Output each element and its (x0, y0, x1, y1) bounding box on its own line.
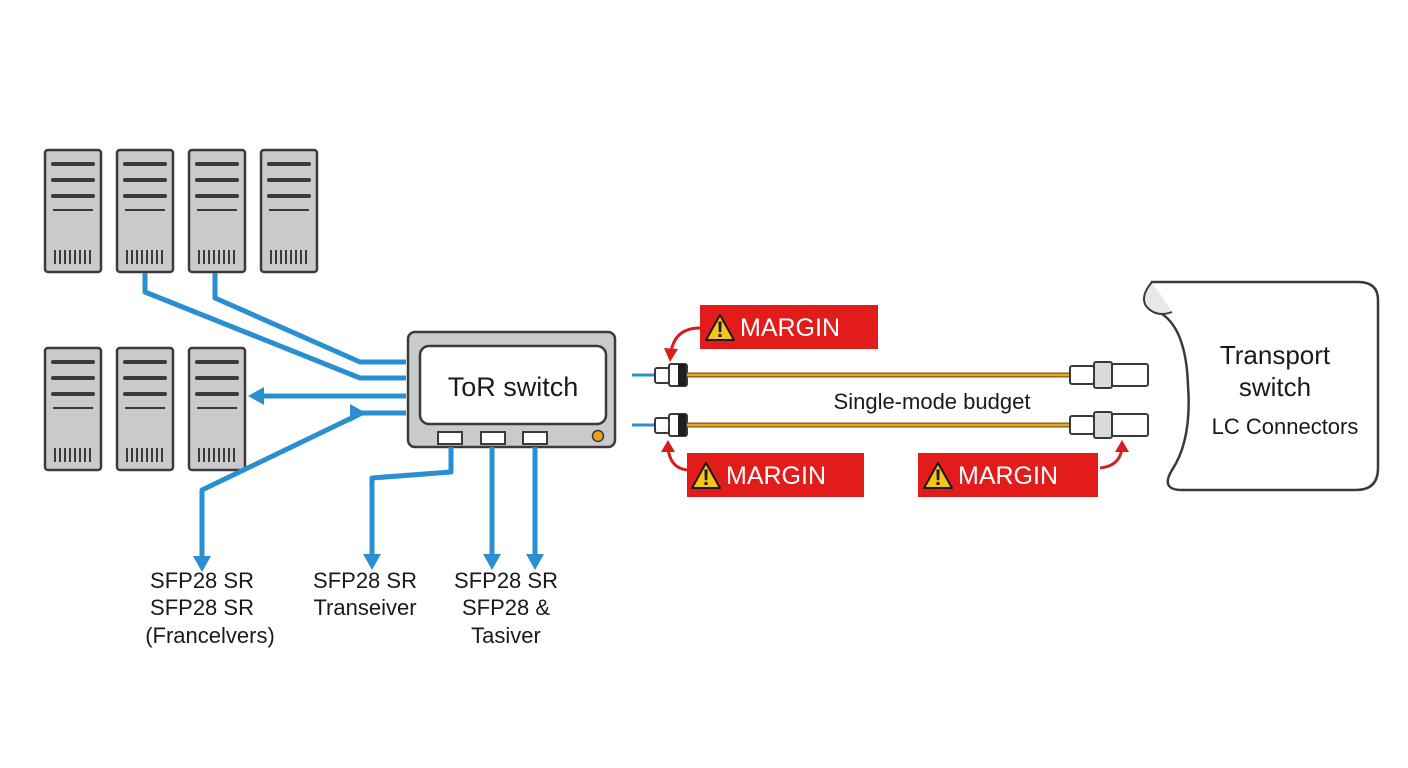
warning-glyph: ! (716, 317, 723, 342)
warning-text-1: MARGIN (740, 314, 840, 342)
link-server-2 (142, 273, 406, 381)
transceiver-port-icon (437, 431, 463, 445)
warning-icon: ! (705, 314, 735, 342)
warning-badge-2: ! MARGIN (661, 440, 864, 497)
arrow-head (526, 554, 544, 570)
arrow-head (661, 440, 675, 452)
warning-text-3: MARGIN (958, 462, 1058, 490)
tor-switch-label: ToR switch (448, 372, 579, 402)
warning-icon: ! (691, 462, 721, 490)
port-links (363, 447, 544, 570)
server-icon (115, 148, 175, 274)
arrow-head (193, 556, 211, 572)
arrow-head (248, 387, 264, 405)
warning-badge-3: ! MARGIN (918, 440, 1129, 497)
transceiver-port-icon (522, 431, 548, 445)
label-group1-line1: SFP28 SR (150, 568, 254, 593)
arrow-head (350, 404, 366, 422)
label-group3-line3: Tasiver (471, 623, 541, 648)
arrow-head (483, 554, 501, 570)
warning-glyph: ! (934, 465, 941, 490)
lc-connector-icon (654, 413, 688, 437)
transceiver-labels: SFP28 SR SFP28 SR (Francelvers) SFP28 SR… (145, 568, 558, 648)
arrow-head (664, 348, 678, 362)
warning-badge-1: ! MARGIN (664, 305, 878, 362)
arrow-head (1115, 440, 1129, 452)
link-server-3 (212, 273, 406, 365)
server-rack (43, 148, 319, 472)
server-icon (187, 148, 247, 274)
label-group3-line2: SFP28 & (462, 595, 550, 620)
lc-connector-icon (1069, 411, 1149, 439)
warning-pointer-1 (669, 326, 701, 353)
label-group3-line1: SFP28 SR (454, 568, 558, 593)
transport-title-line1: Transport (1220, 340, 1331, 370)
warning-text-2: MARGIN (726, 462, 826, 490)
label-group2-line1: SFP28 SR (313, 568, 417, 593)
link-transceiver-1 (199, 410, 406, 558)
label-group2-line2: Transeiver (313, 595, 416, 620)
server-icon (43, 346, 103, 472)
server-links (142, 273, 406, 572)
label-group1-line3: (Francelvers) (145, 623, 275, 648)
server-icon (187, 346, 247, 472)
status-led (591, 429, 605, 443)
label-group1-line2: SFP28 SR (150, 595, 254, 620)
server-icon (43, 148, 103, 274)
transport-subtitle: LC Connectors (1212, 414, 1359, 439)
tor-switch: ToR switch (406, 330, 617, 449)
server-icon (115, 346, 175, 472)
server-icon (259, 148, 319, 274)
transceiver-port-icon (480, 431, 506, 445)
link-transceiver-2 (369, 447, 454, 556)
lc-connector-icon (654, 363, 688, 387)
lc-connector-icon (1069, 361, 1149, 389)
transport-title-line2: switch (1239, 372, 1311, 402)
fiber-links: Single-mode budget (632, 361, 1149, 439)
warning-icon: ! (923, 462, 953, 490)
transport-switch: Transport switch LC Connectors (1143, 280, 1380, 492)
fiber-label: Single-mode budget (834, 389, 1031, 414)
arrow-head (363, 554, 381, 570)
warning-glyph: ! (702, 465, 709, 490)
